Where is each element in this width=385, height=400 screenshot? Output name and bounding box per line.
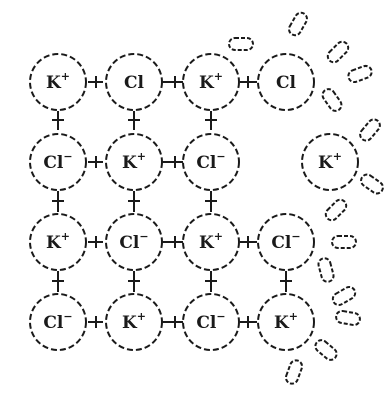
bond	[88, 76, 103, 88]
bond	[52, 191, 64, 212]
ion-circle	[29, 53, 87, 111]
water-molecule-icon	[321, 88, 343, 112]
bond	[162, 236, 183, 248]
ion-circle	[105, 133, 163, 191]
ion-label: Cl−	[43, 310, 72, 333]
bond	[88, 316, 103, 328]
bond	[162, 156, 183, 168]
water-molecule-icon	[314, 339, 338, 361]
ion-circle	[182, 53, 240, 111]
bond	[52, 271, 64, 292]
water-molecule-icon	[288, 11, 308, 37]
bond	[88, 156, 103, 168]
ion-label: K+	[46, 230, 70, 253]
ion-circle	[182, 213, 240, 271]
water-molecule-icon	[335, 309, 361, 327]
ion-label: K+	[274, 310, 298, 333]
ion-label: Cl	[276, 73, 297, 93]
ion-label: Cl	[124, 73, 145, 93]
ion-label: Cl−	[43, 150, 72, 173]
bond	[162, 316, 183, 328]
water-molecule-icon	[326, 40, 350, 64]
lattice-bonds	[52, 76, 292, 328]
water-molecule-icon	[360, 173, 384, 195]
ion-labels: K+ Cl K+ Cl Cl− K+ Cl− K+ K+ Cl− K+ Cl− …	[43, 70, 342, 333]
ion-label: K+	[46, 70, 70, 93]
ion-label: K+	[199, 70, 223, 93]
bond	[205, 271, 217, 292]
water-molecule-icon	[284, 359, 304, 385]
ion-circle	[182, 133, 240, 191]
water-molecule-icon	[331, 235, 357, 249]
water-molecule-icon	[359, 118, 381, 142]
ion-circles	[29, 53, 359, 351]
ion-label: K+	[318, 150, 342, 173]
ion-label: Cl−	[119, 230, 148, 253]
bond	[88, 236, 103, 248]
ion-circle	[29, 293, 87, 351]
ion-label: Cl−	[196, 310, 225, 333]
ion-circle	[257, 293, 315, 351]
bond	[240, 236, 257, 248]
ion-circle	[105, 53, 163, 111]
bond	[240, 316, 257, 328]
bond	[205, 191, 217, 212]
ion-circle	[105, 293, 163, 351]
bond	[128, 271, 140, 292]
ion-circle	[301, 133, 359, 191]
bond	[128, 191, 140, 212]
bond	[280, 271, 292, 292]
ion-circle	[257, 213, 315, 271]
ion-circle	[105, 213, 163, 271]
bond	[162, 76, 183, 88]
ion-label: K+	[122, 310, 146, 333]
ion-circle	[29, 213, 87, 271]
bond	[52, 111, 64, 130]
bond	[128, 111, 140, 130]
water-molecule-icon	[324, 198, 348, 222]
ion-circle	[257, 53, 315, 111]
water-molecule-icon	[228, 37, 254, 51]
bond	[205, 111, 217, 130]
ion-circle	[29, 133, 87, 191]
water-molecule-icon	[317, 257, 335, 283]
water-molecules	[228, 11, 384, 385]
water-molecule-icon	[331, 286, 357, 306]
ion-label: Cl−	[271, 230, 300, 253]
ion-label: K+	[199, 230, 223, 253]
ion-circle	[182, 293, 240, 351]
water-molecule-icon	[347, 64, 373, 84]
bond	[240, 76, 257, 88]
ion-label: Cl−	[196, 150, 225, 173]
ion-label: K+	[122, 150, 146, 173]
